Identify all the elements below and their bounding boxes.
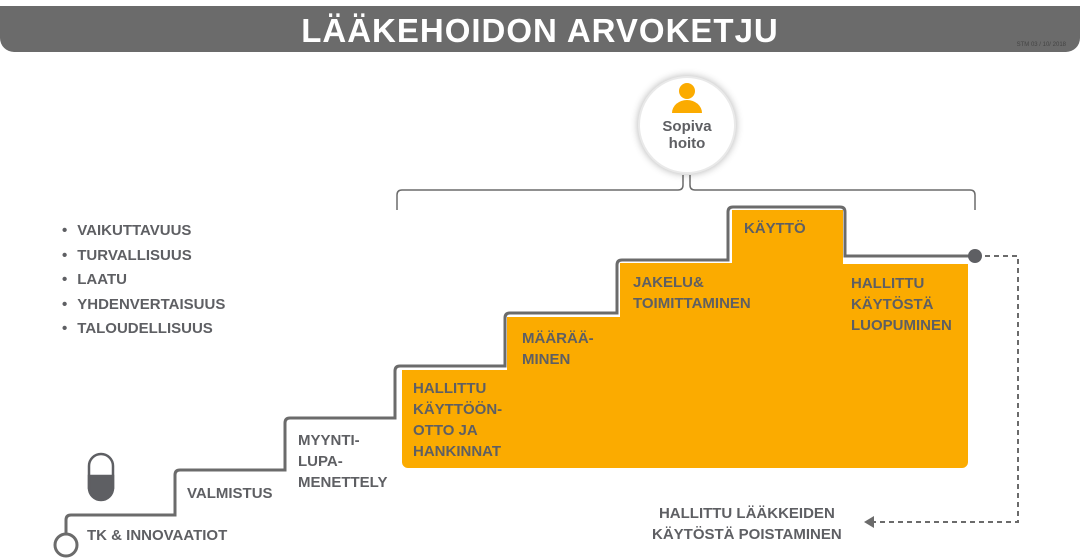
bracket <box>396 175 976 210</box>
page-title: LÄÄKEHOIDON ARVOKETJU <box>301 12 779 49</box>
stage-blocks <box>402 210 968 468</box>
person-icon <box>672 83 702 113</box>
criteria-item: TALOUDELLISUUS <box>62 317 225 342</box>
arrow-head <box>864 516 874 528</box>
step-use: KÄYTTÖ <box>744 220 806 237</box>
step-manufacturing: VALMISTUS <box>187 485 273 502</box>
document-code: STM 03 / 10/ 2018 <box>1016 42 1066 48</box>
step-authorization: MYYNTI-LUPA-MENETTELY <box>298 432 388 491</box>
title-bar: LÄÄKEHOIDON ARVOKETJU STM 03 / 10/ 2018 <box>0 6 1080 52</box>
stair-path <box>64 205 975 534</box>
start-node <box>53 532 79 558</box>
criteria-item: LAATU <box>62 268 225 293</box>
step-prescribing: MÄÄRÄÄ-MINEN <box>522 330 594 368</box>
criteria-item: TURVALLISUUS <box>62 244 225 269</box>
criteria-item: VAIKUTTAVUUS <box>62 219 225 244</box>
end-node <box>968 249 982 263</box>
criteria-item: YHDENVERTAISUUS <box>62 293 225 318</box>
step-distribution: JAKELU&TOIMITTAMINEN <box>633 274 751 312</box>
step-rd: TK & INNOVAATIOT <box>87 527 228 544</box>
criteria-list: VAIKUTTAVUUS TURVALLISUUS LAATU YHDENVER… <box>62 219 225 342</box>
disposal-arrow <box>872 255 1019 523</box>
pill-icon <box>87 452 115 502</box>
